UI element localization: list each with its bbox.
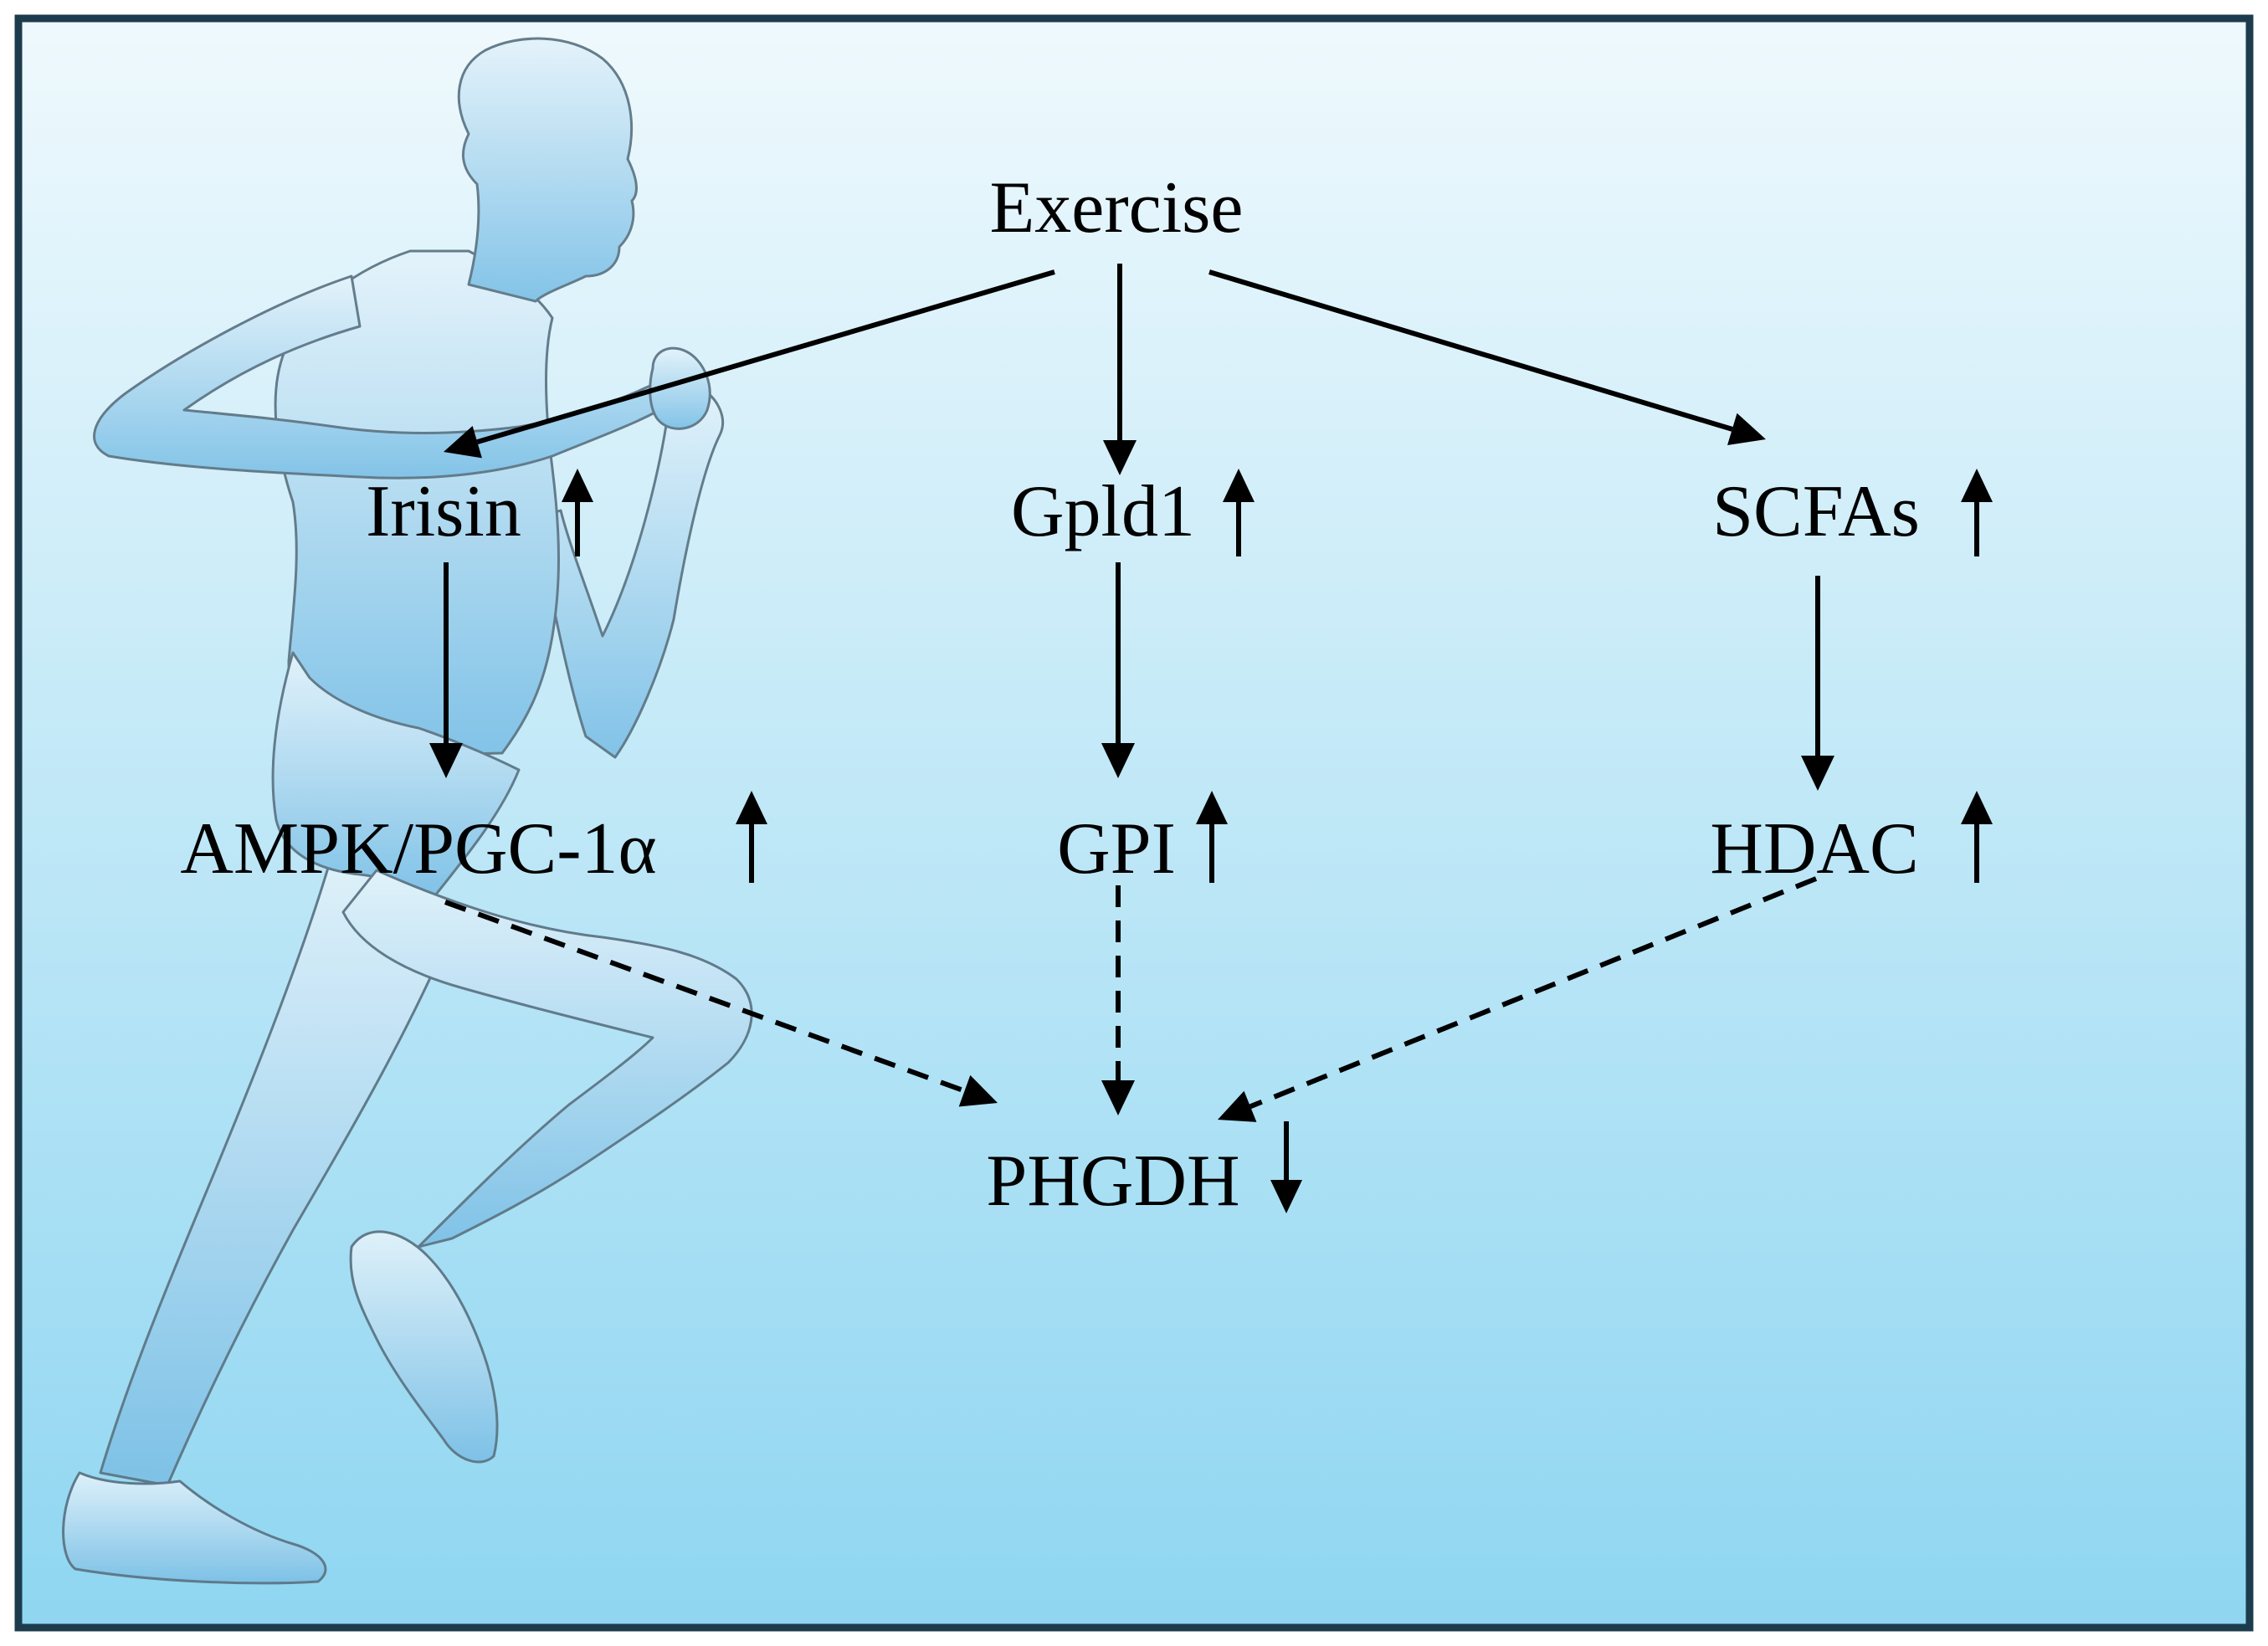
node-scfas-up-arrow-icon <box>1961 469 1993 556</box>
edge-ampk-pgc-1-to-phgdh-arrow-head <box>958 1074 998 1107</box>
edge-hdac-to-phgdh-arrow-line <box>1249 876 1818 1110</box>
node-phgdh-down-arrow-icon-head <box>1270 1180 1302 1213</box>
edge-exercise-to-scfas-arrow <box>1208 269 1766 446</box>
node-scfas-up-arrow-icon-head <box>1961 469 1993 502</box>
node-irisin-up-arrow-icon-head <box>562 469 593 502</box>
node-hdac-label: HDAC <box>1710 808 1918 890</box>
node-exercise-label: Exercise <box>990 167 1244 249</box>
node-ampk-up-arrow-icon <box>736 791 767 883</box>
edge-exercise-to-scfas-arrow-head <box>1727 413 1766 446</box>
node-gpld1-up-arrow-icon-head <box>1223 469 1255 502</box>
edge-irisin-to-ampk-pgc-1-arrow <box>429 562 463 778</box>
edge-irisin-to-ampk-pgc-1-arrow-head <box>429 743 463 778</box>
edge-gpi-to-phgdh-arrow <box>1101 885 1135 1115</box>
node-gpld1-up-arrow-icon <box>1223 469 1255 556</box>
edge-gpld1-to-gpi-arrow <box>1101 562 1135 778</box>
node-hdac-up-arrow-icon-head <box>1961 791 1993 824</box>
runner-back-shoe <box>62 1471 327 1585</box>
edge-hdac-to-phgdh-arrow-head <box>1218 1090 1257 1122</box>
edge-exercise-to-scfas-arrow-line <box>1208 269 1733 432</box>
edge-scfas-to-hdac-arrow <box>1801 576 1834 791</box>
runner-head <box>457 37 638 303</box>
edge-exercise-to-gpld1-arrow-head <box>1103 440 1137 475</box>
runner-front-shoe <box>349 1230 499 1464</box>
runner-fist <box>649 346 711 430</box>
edge-scfas-to-hdac-arrow-head <box>1801 756 1834 791</box>
edge-ampk-pgc-1-to-phgdh-arrow-line <box>444 900 966 1094</box>
node-ampk-up-arrow-icon-head <box>736 791 767 824</box>
edge-ampk-pgc-1-to-phgdh-arrow <box>444 900 998 1107</box>
running-person-illustration <box>62 37 753 1585</box>
edge-exercise-to-gpld1-arrow <box>1103 264 1137 475</box>
node-gpi-label: GPI <box>1057 808 1176 890</box>
runner-back-arm <box>534 382 724 759</box>
runner-front-leg <box>341 869 753 1249</box>
node-irisin-label: Irisin <box>366 471 521 552</box>
node-scfas-label: SCFAs <box>1712 471 1920 552</box>
edge-exercise-to-irisin-arrow <box>444 269 1055 459</box>
runner-shorts <box>271 651 521 897</box>
node-irisin-up-arrow-icon <box>562 469 593 556</box>
node-gpi-up-arrow-icon-head <box>1196 791 1228 824</box>
edge-exercise-to-irisin-arrow-head <box>444 425 482 459</box>
edge-exercise-to-irisin-arrow-line <box>476 269 1055 445</box>
edge-gpld1-to-gpi-arrow-head <box>1101 743 1135 778</box>
runner-back-leg <box>99 844 454 1487</box>
node-ampk-label: AMPK/PGC-1α <box>180 808 656 890</box>
node-gpld1-label: Gpld1 <box>1011 471 1195 552</box>
edge-hdac-to-phgdh-arrow <box>1218 876 1818 1122</box>
node-phgdh-label: PHGDH <box>986 1141 1239 1222</box>
node-hdac-up-arrow-icon <box>1961 791 1993 883</box>
node-phgdh-down-arrow-icon <box>1270 1121 1302 1213</box>
edge-gpi-to-phgdh-arrow-head <box>1101 1080 1135 1115</box>
node-gpi-up-arrow-icon <box>1196 791 1228 883</box>
